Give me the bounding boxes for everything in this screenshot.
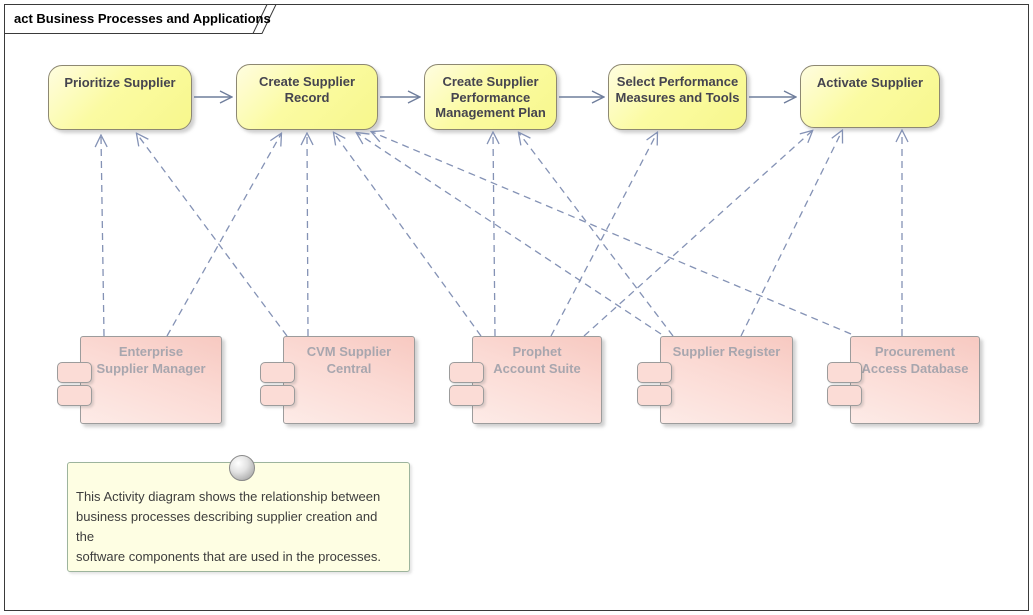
- activity-label: Prioritize Supplier: [64, 75, 176, 90]
- component-icon: [637, 362, 672, 383]
- component-label: CVM Supplier Central: [306, 344, 392, 376]
- activity-select-performance-measures-and-tools[interactable]: Select Performance Measures and Tools: [608, 64, 747, 130]
- component-label: Prophet Account Suite: [493, 344, 581, 376]
- dependency-connector[interactable]: Enterprise Supplier Manager → Create Sup…: [166, 134, 281, 337]
- activity-prioritize-supplier[interactable]: Prioritize Supplier: [48, 65, 192, 130]
- dependency-connector[interactable]: Prophet Account Suite → Create Supplier …: [493, 133, 495, 337]
- component-cvm-supplier-central[interactable]: CVM Supplier Central: [260, 336, 415, 424]
- component-icon: [57, 385, 92, 406]
- component-icon: [449, 385, 484, 406]
- component-icon: [449, 362, 484, 383]
- activity-create-supplier-record[interactable]: Create Supplier Record: [236, 64, 378, 130]
- dependency-connector[interactable]: Supplier Register → Activate Supplier: [740, 131, 842, 337]
- component-enterprise-supplier-manager[interactable]: Enterprise Supplier Manager: [57, 336, 222, 424]
- dependency-connector[interactable]: Supplier Register → Create Supplier Reco…: [357, 133, 662, 335]
- dependency-connector[interactable]: Prophet Account Suite → Select Performan…: [550, 133, 657, 337]
- activity-activate-supplier[interactable]: Activate Supplier: [800, 65, 940, 128]
- component-prophet-account-suite[interactable]: Prophet Account Suite: [449, 336, 602, 424]
- component-procurement-access-database[interactable]: Procurement Access Database: [827, 336, 980, 424]
- component-icon: [57, 362, 92, 383]
- component-label: Supplier Register: [672, 344, 781, 359]
- activity-label: Create Supplier Record: [258, 74, 356, 105]
- dependency-connector[interactable]: Prophet Account Suite → Activate Supplie…: [583, 131, 812, 337]
- activity-create-supplier-performance-management-plan[interactable]: Create Supplier Performance Management P…: [424, 64, 557, 130]
- component-icon: [827, 385, 862, 406]
- note-sphere-icon: [229, 455, 255, 481]
- activity-label: Create Supplier Performance Management P…: [435, 74, 546, 120]
- diagram-tab-label: act Business Processes and Applications: [14, 11, 271, 26]
- note-text-line: This Activity diagram shows the relation…: [76, 489, 381, 504]
- component-icon: [637, 385, 672, 406]
- component-icon: [260, 385, 295, 406]
- component-label: Procurement Access Database: [861, 344, 969, 376]
- component-icon: [827, 362, 862, 383]
- component-icon: [260, 362, 295, 383]
- diagram-tab-shape: [4, 4, 277, 34]
- activity-label: Select Performance Measures and Tools: [615, 74, 740, 105]
- component-label: Enterprise Supplier Manager: [96, 344, 206, 376]
- note-text-line: business processes describing supplier c…: [76, 509, 378, 544]
- dependency-connector[interactable]: CVM Supplier Central → Create Supplier R…: [307, 134, 308, 337]
- dependency-connector[interactable]: Procurement Access Database → Create Sup…: [372, 132, 852, 335]
- note[interactable]: This Activity diagram shows the relation…: [67, 455, 410, 572]
- dependency-connector[interactable]: CVM Supplier Central → Prioritize Suppli…: [137, 134, 288, 337]
- note-text-line: software components that are used in the…: [76, 549, 381, 564]
- dependency-connector[interactable]: Enterprise Supplier Manager → Prioritize…: [101, 136, 104, 337]
- activity-label: Activate Supplier: [816, 75, 924, 90]
- dependency-connector[interactable]: Supplier Register → Create Supplier Perf…: [519, 133, 674, 337]
- dependency-connector[interactable]: Prophet Account Suite → Create Supplier …: [334, 133, 482, 337]
- component-supplier-register[interactable]: Supplier Register: [637, 336, 793, 424]
